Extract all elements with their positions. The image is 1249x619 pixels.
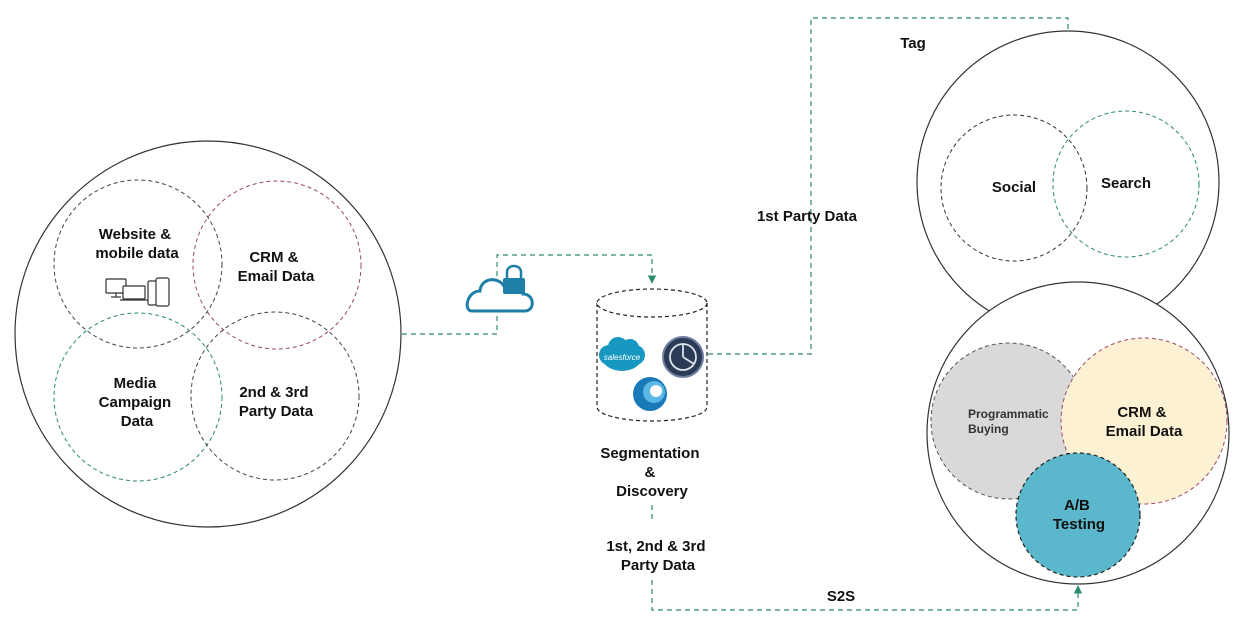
programmatic-label: Programmatic Buying bbox=[968, 407, 1052, 436]
party-circle bbox=[190, 311, 360, 481]
tag-label: Tag bbox=[900, 35, 926, 52]
salesforce-logo: salesforce bbox=[599, 337, 645, 371]
first-party-data-label: 1st Party Data bbox=[757, 208, 858, 225]
crm-circle bbox=[192, 180, 362, 350]
channels-cluster: Programmatic Buying CRM & Email Data A/B… bbox=[926, 281, 1230, 585]
party-label: 2nd & 3rd Party Data bbox=[239, 384, 314, 420]
segmentation-label: Segmentation & Discovery bbox=[600, 445, 703, 500]
media-circle bbox=[53, 312, 223, 482]
left-outer-circle bbox=[14, 140, 402, 528]
segmentation-database: salesforce bbox=[596, 288, 708, 422]
website-label: Website & mobile data bbox=[95, 226, 179, 262]
ab-testing-label: A/B Testing bbox=[1053, 497, 1105, 533]
crm-label: CRM & Email Data bbox=[238, 249, 315, 285]
analytics-logo bbox=[662, 336, 704, 378]
s2s-connector bbox=[651, 580, 1083, 611]
devices-icon bbox=[105, 277, 170, 307]
ab-testing-circle bbox=[1015, 452, 1141, 578]
media-label: Media Campaign Data bbox=[99, 375, 176, 430]
cloud-lock-icon bbox=[465, 264, 534, 313]
s2s-label: S2S bbox=[827, 588, 855, 605]
search-circle bbox=[1052, 110, 1200, 258]
left-to-db-connector bbox=[402, 254, 657, 335]
left-data-sources-cluster: Website & mobile data CRM & Email Data M… bbox=[14, 140, 402, 528]
social-label: Social bbox=[992, 179, 1036, 196]
crm-right-label: CRM & Email Data bbox=[1106, 404, 1183, 440]
social-circle bbox=[940, 114, 1088, 262]
search-label: Search bbox=[1101, 175, 1151, 192]
salesforce-logo-text: salesforce bbox=[604, 353, 641, 362]
connectors bbox=[402, 17, 1083, 611]
center-party-data-label: 1st, 2nd & 3rd Party Data bbox=[606, 538, 709, 574]
swirl-logo bbox=[633, 377, 667, 411]
db-to-social-connector bbox=[708, 17, 1073, 355]
website-circle bbox=[53, 179, 223, 349]
